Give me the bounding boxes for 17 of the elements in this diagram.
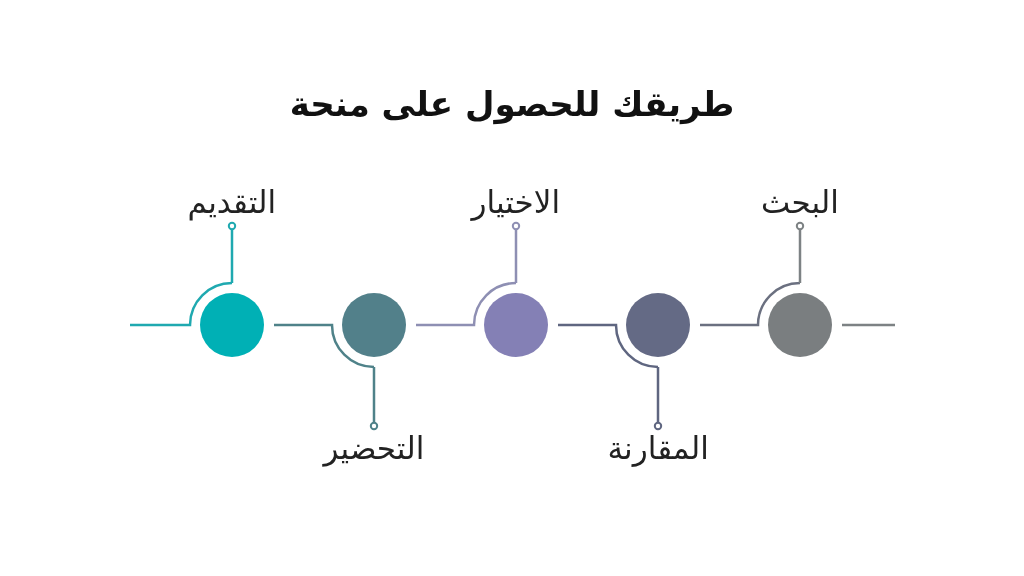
leader-line [369,367,379,431]
step-label: التحضير [323,428,425,468]
connector-line [274,323,375,369]
connector-line [842,323,895,327]
connector-line [558,323,659,369]
connector-line [416,281,517,327]
step-label: البحث [761,182,839,222]
connector-line [130,281,233,327]
step-label: المقارنة [607,428,709,468]
connector-line [700,281,801,327]
leader-line [227,221,237,283]
leader-line [653,367,663,431]
leader-line [511,221,521,283]
step-label: التقديم [187,182,277,222]
leader-line [795,221,805,283]
title: طريقك للحصول على منحة [288,84,736,124]
step-label: الاختيار [471,182,561,222]
